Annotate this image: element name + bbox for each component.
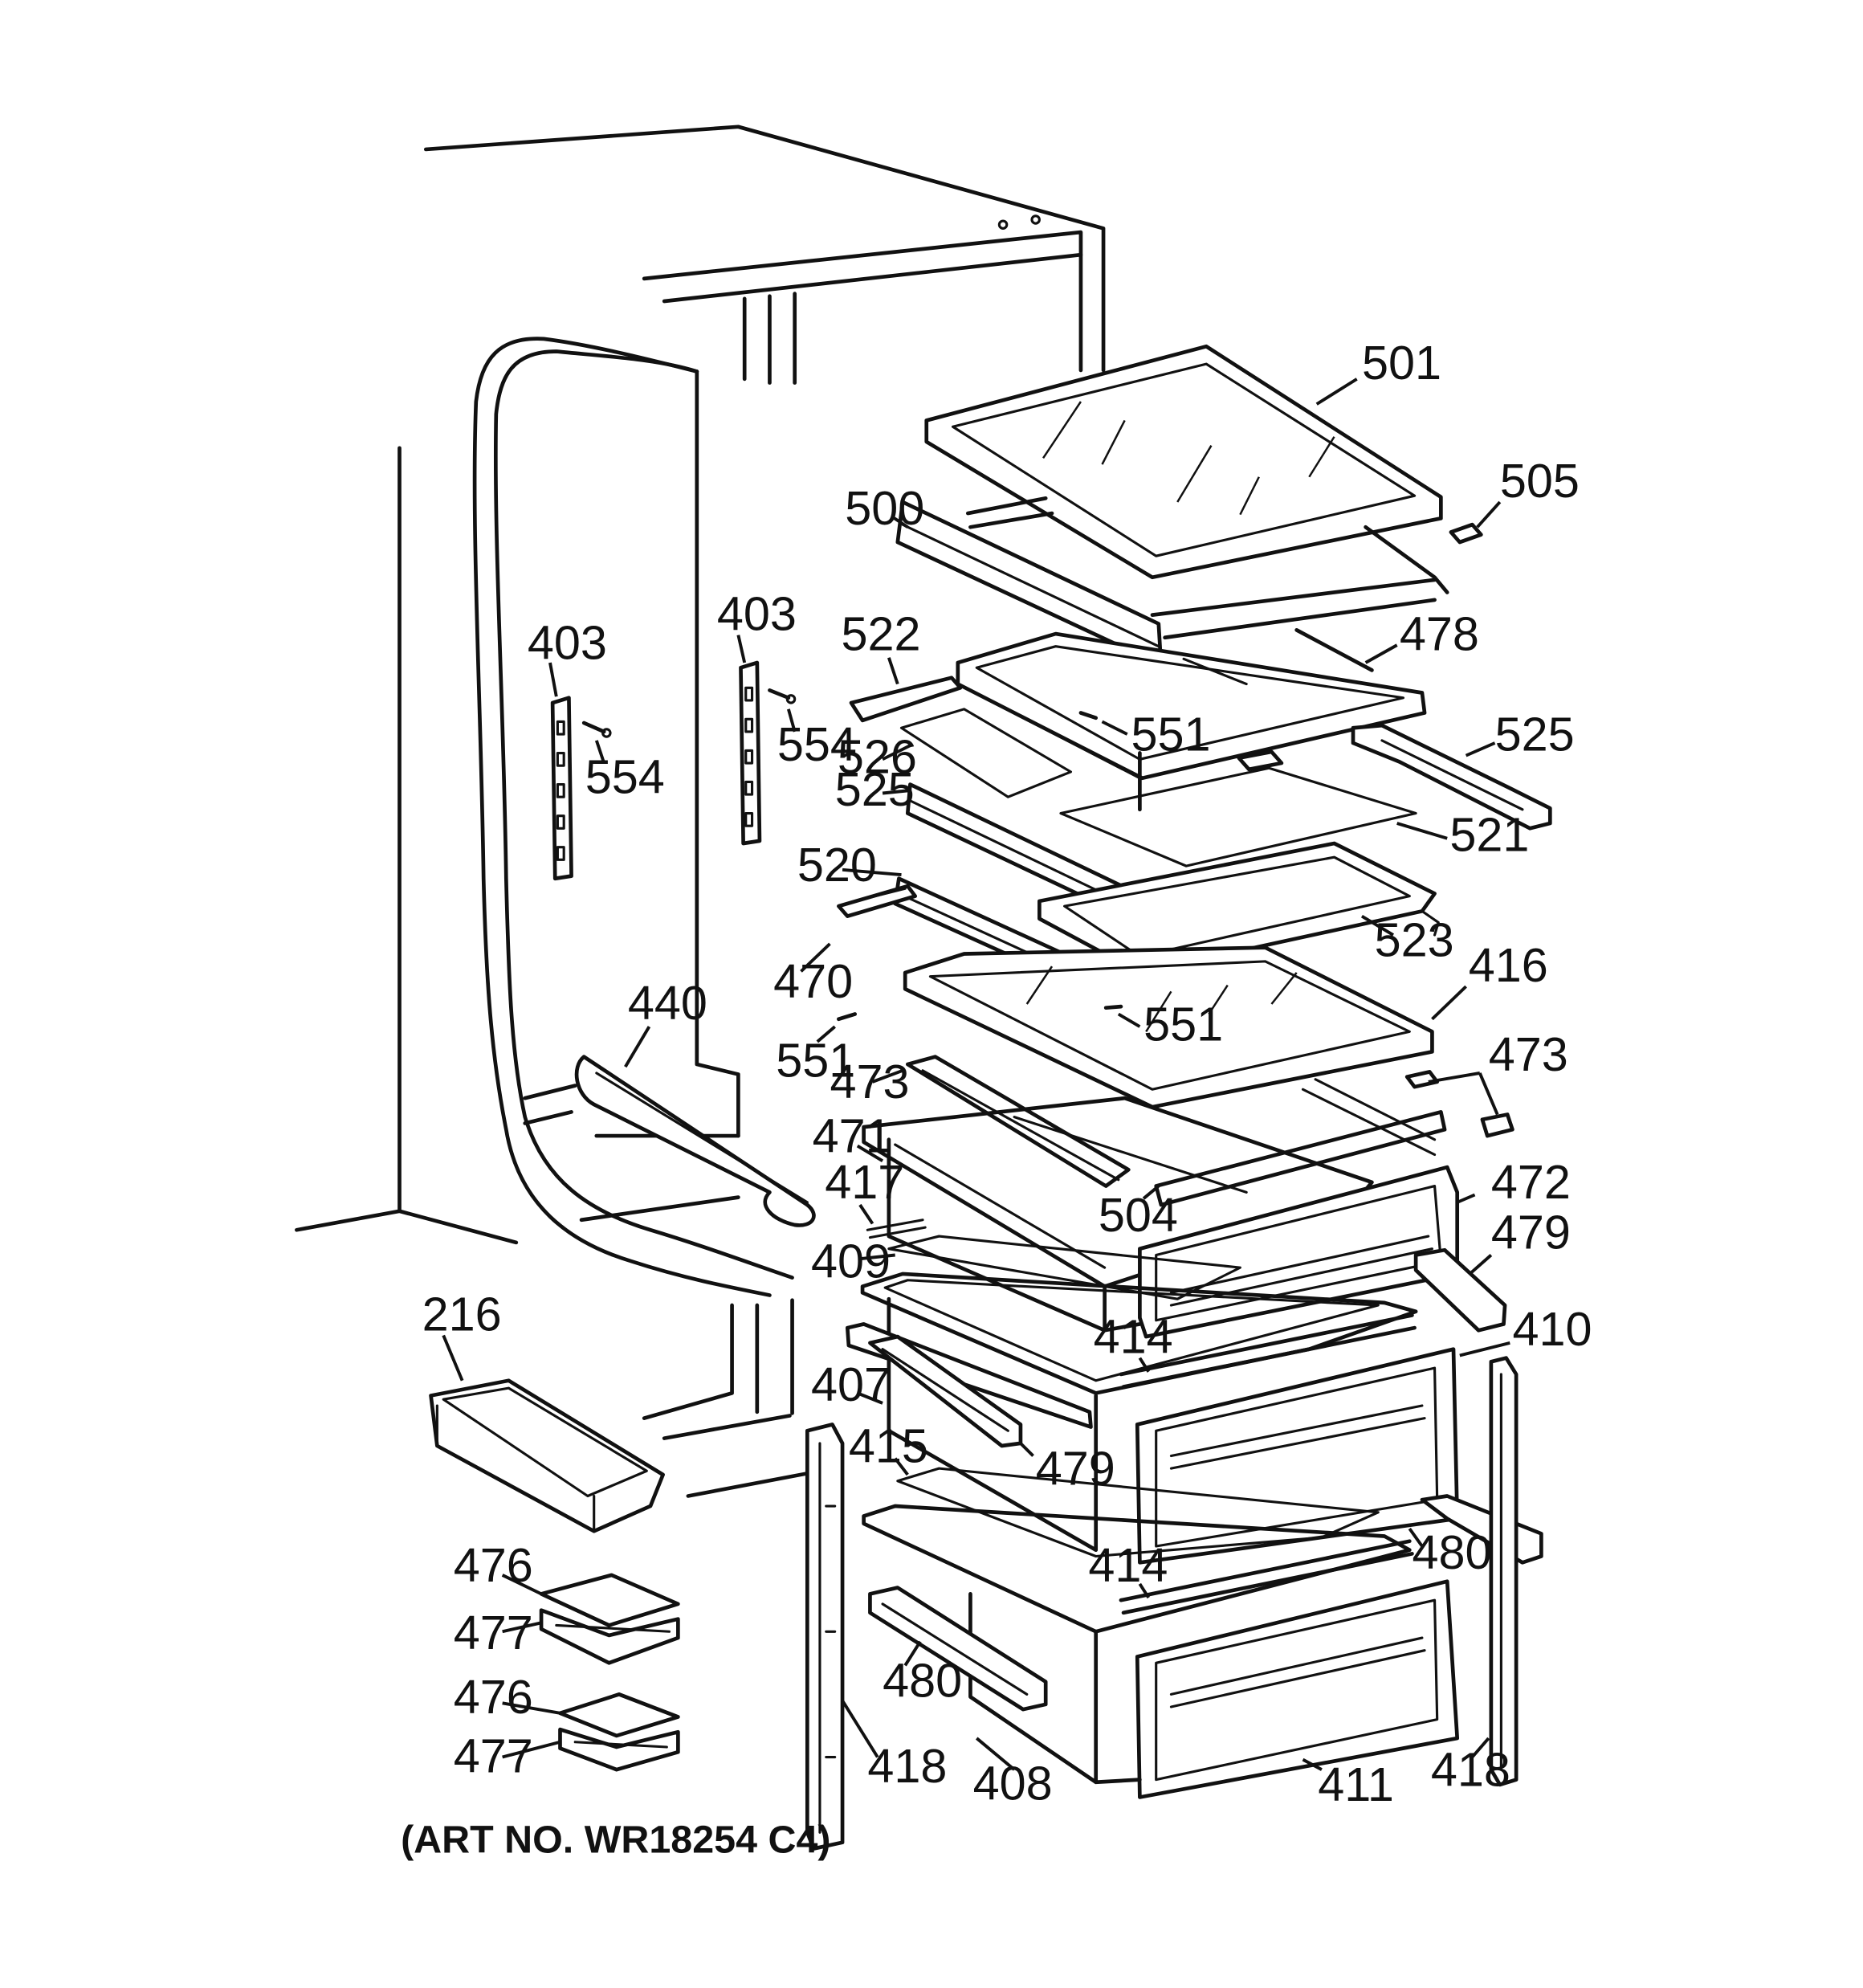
shelf-frame-478 — [956, 628, 1427, 812]
glass-shelf-416 — [903, 945, 1434, 1109]
part-label-476-upper: 476 — [454, 1538, 533, 1592]
part-label-403-left: 403 — [528, 615, 607, 669]
rail-522 — [849, 676, 963, 723]
part-label-551-left: 551 — [776, 1034, 855, 1088]
dairy-bin-216 — [429, 1378, 665, 1533]
side-rail-418-right — [1489, 1356, 1519, 1787]
trim-470 — [837, 884, 918, 918]
part-label-525-left: 525 — [835, 762, 915, 816]
glass-pane-526 — [899, 708, 1072, 798]
drawer-rail-407 — [845, 1322, 1093, 1448]
part-label-522: 522 — [842, 606, 921, 660]
part-label-417: 417 — [825, 1155, 904, 1209]
part-label-478: 478 — [1400, 606, 1479, 660]
part-label-505: 505 — [1500, 454, 1580, 508]
part-label-216: 216 — [422, 1287, 502, 1341]
part-label-521: 521 — [1449, 807, 1529, 861]
part-label-473-right: 473 — [1489, 1027, 1568, 1081]
part-label-471: 471 — [813, 1108, 892, 1162]
part-label-473-left: 473 — [830, 1055, 909, 1108]
part-label-520: 520 — [797, 838, 877, 892]
part-label-472: 472 — [1491, 1155, 1571, 1209]
part-label-440: 440 — [628, 976, 707, 1030]
part-label-477-lower: 477 — [454, 1729, 533, 1782]
container-476-477-upper — [539, 1573, 680, 1665]
glass-pane-521 — [1059, 766, 1417, 867]
part-label-551-middle: 551 — [1143, 997, 1223, 1051]
art-number-note: (ART NO. WR18254 C4) — [401, 1818, 830, 1861]
part-label-526: 526 — [838, 730, 917, 784]
part-label-479-upper: 479 — [1491, 1206, 1571, 1259]
part-label-500: 500 — [845, 481, 924, 535]
part-label-477-upper: 477 — [454, 1606, 533, 1659]
part-label-403-right: 403 — [717, 586, 797, 640]
part-label-409: 409 — [811, 1235, 891, 1288]
part-label-525-right: 525 — [1495, 707, 1575, 761]
shelf-frame-523 — [1037, 841, 1440, 975]
leader-lines — [442, 378, 1510, 1771]
part-label-410: 410 — [1512, 1302, 1592, 1356]
part-label-479-lower: 479 — [1036, 1441, 1115, 1495]
part-label-470: 470 — [773, 954, 853, 1008]
part-label-523: 523 — [1375, 913, 1454, 967]
drawer-rail-479-upper — [1413, 1247, 1507, 1333]
part-label-551-top: 551 — [1131, 707, 1210, 761]
part-label-554-right: 554 — [777, 717, 857, 771]
part-label-480-left: 480 — [883, 1654, 962, 1708]
part-number-labels: 501 505 500 478 522 551 525 526 525 521 … — [422, 336, 1592, 1811]
screw-554-left — [581, 720, 612, 738]
part-label-407: 407 — [811, 1357, 891, 1411]
cover-417-409 — [866, 1219, 1241, 1300]
part-label-414-lower: 414 — [1088, 1538, 1168, 1592]
part-label-418-right: 418 — [1431, 1742, 1510, 1796]
part-label-554-left: 554 — [585, 750, 665, 804]
refrigerator-cabinet — [295, 125, 1106, 1498]
glass-shelf-501 — [924, 344, 1443, 580]
part-label-476-lower: 476 — [454, 1670, 533, 1724]
shelf-support-403-right — [739, 660, 762, 846]
drawer-410 — [860, 1272, 1460, 1565]
part-label-411: 411 — [1318, 1757, 1394, 1811]
screw-554-right — [768, 688, 797, 704]
part-label-416: 416 — [1469, 938, 1548, 992]
screws-551 — [837, 711, 1123, 1022]
cover-440 — [574, 1055, 816, 1227]
slide-rail-525-upper — [1351, 723, 1552, 831]
cover-415 — [896, 1467, 1380, 1558]
shelf-support-403-left — [550, 696, 573, 881]
part-label-415: 415 — [849, 1419, 928, 1472]
side-rail-418-left — [805, 1423, 845, 1851]
part-label-408: 408 — [973, 1757, 1053, 1810]
part-label-504: 504 — [1099, 1188, 1178, 1242]
shelf-clip-505 — [1449, 522, 1483, 545]
container-476-477-lower — [558, 1692, 680, 1772]
part-label-418-left: 418 — [867, 1739, 947, 1793]
part-label-480-right: 480 — [1412, 1525, 1491, 1579]
part-label-414-upper: 414 — [1094, 1309, 1173, 1363]
part-label-501: 501 — [1362, 336, 1441, 390]
